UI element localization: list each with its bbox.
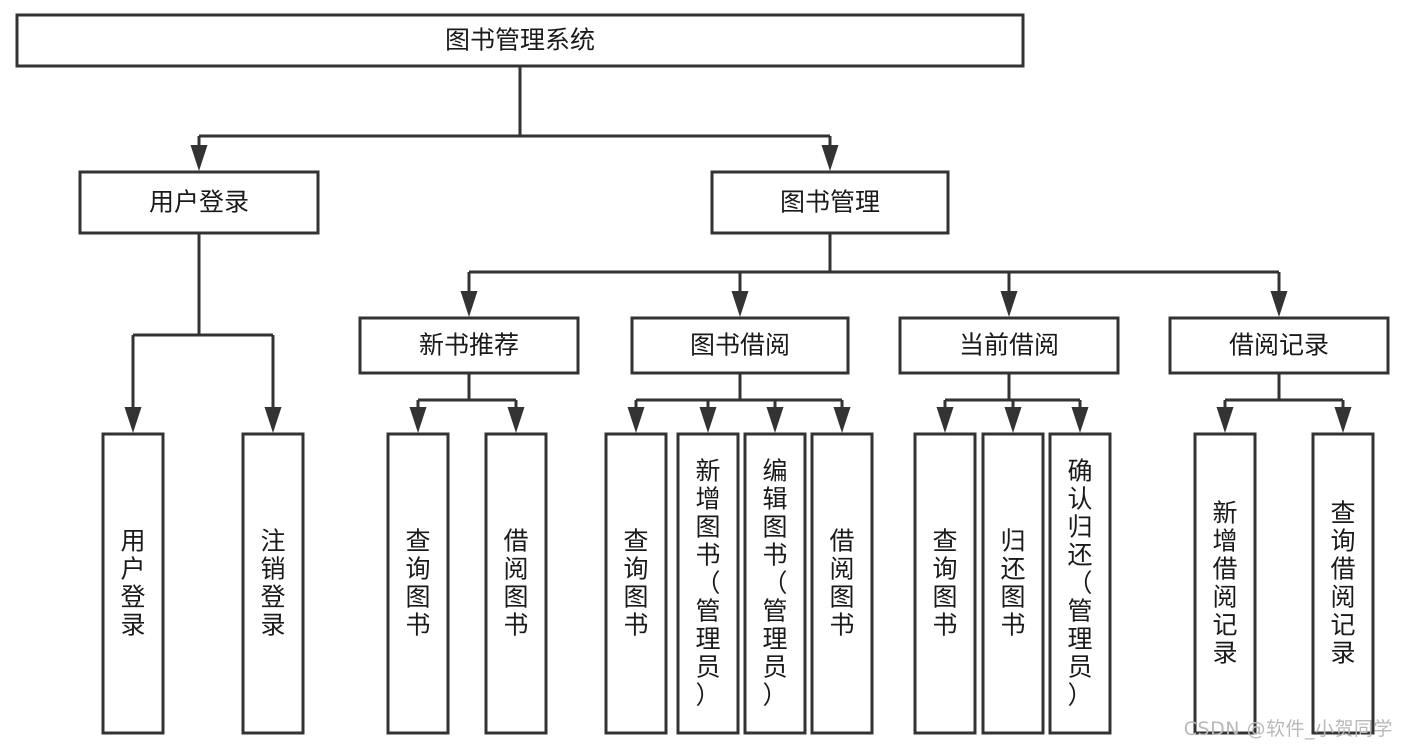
- arrow-head-icon: [1270, 291, 1288, 317]
- node-leaf-query-book-a[interactable]: 查询图书: [386, 432, 450, 735]
- node-label: 新书推荐: [419, 331, 519, 360]
- edge-group-root: [190, 66, 839, 171]
- node-book-borrow[interactable]: 图书借阅: [630, 316, 850, 375]
- node-root[interactable]: 图书管理系统: [15, 13, 1025, 68]
- arrow-head-icon: [833, 407, 851, 433]
- arrow-head-icon: [1334, 407, 1352, 433]
- edge-group-borrow_record: [1216, 373, 1352, 433]
- node-leaf-query-record[interactable]: 查询借阅记录: [1311, 432, 1375, 735]
- edge-group-book_borrow: [627, 373, 851, 433]
- arrow-head-icon: [1004, 407, 1022, 433]
- node-label: 新增借阅记录: [1212, 499, 1237, 668]
- node-leaf-borrow-book-b[interactable]: 借阅图书: [810, 432, 874, 735]
- arrow-head-icon: [699, 407, 717, 433]
- node-box[interactable]: [913, 432, 977, 735]
- node-book-manage[interactable]: 图书管理: [710, 170, 950, 235]
- node-leaf-add-book[interactable]: 新增图书（管理员）: [676, 432, 740, 735]
- node-box[interactable]: [15, 13, 1025, 68]
- node-borrow-record[interactable]: 借阅记录: [1168, 316, 1390, 375]
- node-label: 编辑图书（管理员）: [762, 457, 787, 710]
- node-box[interactable]: [810, 432, 874, 735]
- node-label: 图书借阅: [690, 331, 790, 360]
- node-label: 当前借阅: [959, 331, 1059, 360]
- arrow-head-icon: [766, 407, 784, 433]
- arrow-head-icon: [1216, 407, 1234, 433]
- node-label: 借阅图书: [829, 527, 854, 640]
- node-leaf-add-record[interactable]: 新增借阅记录: [1193, 432, 1257, 735]
- node-box[interactable]: [386, 432, 450, 735]
- arrow-head-icon: [1071, 407, 1089, 433]
- node-leaf-logout[interactable]: 注销登录: [241, 432, 305, 735]
- node-box[interactable]: [241, 432, 305, 735]
- node-box[interactable]: [358, 316, 580, 375]
- node-new-book-rec[interactable]: 新书推荐: [358, 316, 580, 375]
- node-label: 借阅图书: [503, 527, 528, 640]
- node-box[interactable]: [604, 432, 668, 735]
- node-leaf-query-book-b[interactable]: 查询图书: [604, 432, 668, 735]
- arrow-head-icon: [190, 145, 208, 171]
- node-label: 图书管理: [780, 188, 880, 217]
- node-label: 归还图书: [1000, 527, 1025, 640]
- node-box[interactable]: [1193, 432, 1257, 735]
- arrow-head-icon: [731, 291, 749, 317]
- node-box[interactable]: [743, 432, 807, 735]
- nodes-layer: 图书管理系统用户登录图书管理新书推荐图书借阅当前借阅借阅记录用户登录注销登录查询…: [15, 13, 1390, 735]
- arrow-head-icon: [821, 145, 839, 171]
- node-label: 用户登录: [120, 527, 145, 640]
- node-leaf-edit-book[interactable]: 编辑图书（管理员）: [743, 432, 807, 735]
- edge-group-current_borrow: [936, 373, 1089, 433]
- arrow-head-icon: [1000, 291, 1018, 317]
- node-user-login[interactable]: 用户登录: [78, 170, 320, 235]
- arrow-head-icon: [409, 407, 427, 433]
- arrow-head-icon: [264, 407, 282, 433]
- node-box[interactable]: [1168, 316, 1390, 375]
- node-box[interactable]: [1311, 432, 1375, 735]
- node-label: 新增图书（管理员）: [695, 457, 720, 710]
- node-label: 图书管理系统: [445, 26, 595, 55]
- edge-group-book_manage: [460, 233, 1288, 317]
- node-label: 查询借阅记录: [1330, 499, 1355, 668]
- node-label: 用户登录: [149, 188, 249, 217]
- node-current-borrow[interactable]: 当前借阅: [898, 316, 1120, 375]
- node-leaf-query-book-c[interactable]: 查询图书: [913, 432, 977, 735]
- node-box[interactable]: [78, 170, 320, 235]
- node-label: 查询图书: [932, 527, 957, 640]
- edge-group-new_book_rec: [409, 373, 525, 433]
- node-box[interactable]: [676, 432, 740, 735]
- arrow-head-icon: [936, 407, 954, 433]
- edges-layer: [124, 66, 1352, 433]
- arrow-head-icon: [507, 407, 525, 433]
- node-box[interactable]: [898, 316, 1120, 375]
- arrow-head-icon: [460, 291, 478, 317]
- node-label: 查询图书: [405, 527, 430, 640]
- arrow-head-icon: [627, 407, 645, 433]
- node-label: 注销登录: [260, 527, 285, 640]
- node-leaf-confirm-return[interactable]: 确认归还（管理员）: [1048, 432, 1112, 735]
- node-label: 借阅记录: [1229, 331, 1329, 360]
- node-box[interactable]: [630, 316, 850, 375]
- node-box[interactable]: [484, 432, 548, 735]
- edge-group-user_login: [124, 233, 282, 433]
- node-label: 确认归还（管理员）: [1067, 457, 1092, 710]
- node-box[interactable]: [981, 432, 1045, 735]
- node-box[interactable]: [710, 170, 950, 235]
- node-box[interactable]: [101, 432, 165, 735]
- arrow-head-icon: [124, 407, 142, 433]
- node-leaf-return-book[interactable]: 归还图书: [981, 432, 1045, 735]
- node-label: 查询图书: [623, 527, 648, 640]
- node-box[interactable]: [1048, 432, 1112, 735]
- node-leaf-borrow-book-a[interactable]: 借阅图书: [484, 432, 548, 735]
- node-leaf-user-login[interactable]: 用户登录: [101, 432, 165, 735]
